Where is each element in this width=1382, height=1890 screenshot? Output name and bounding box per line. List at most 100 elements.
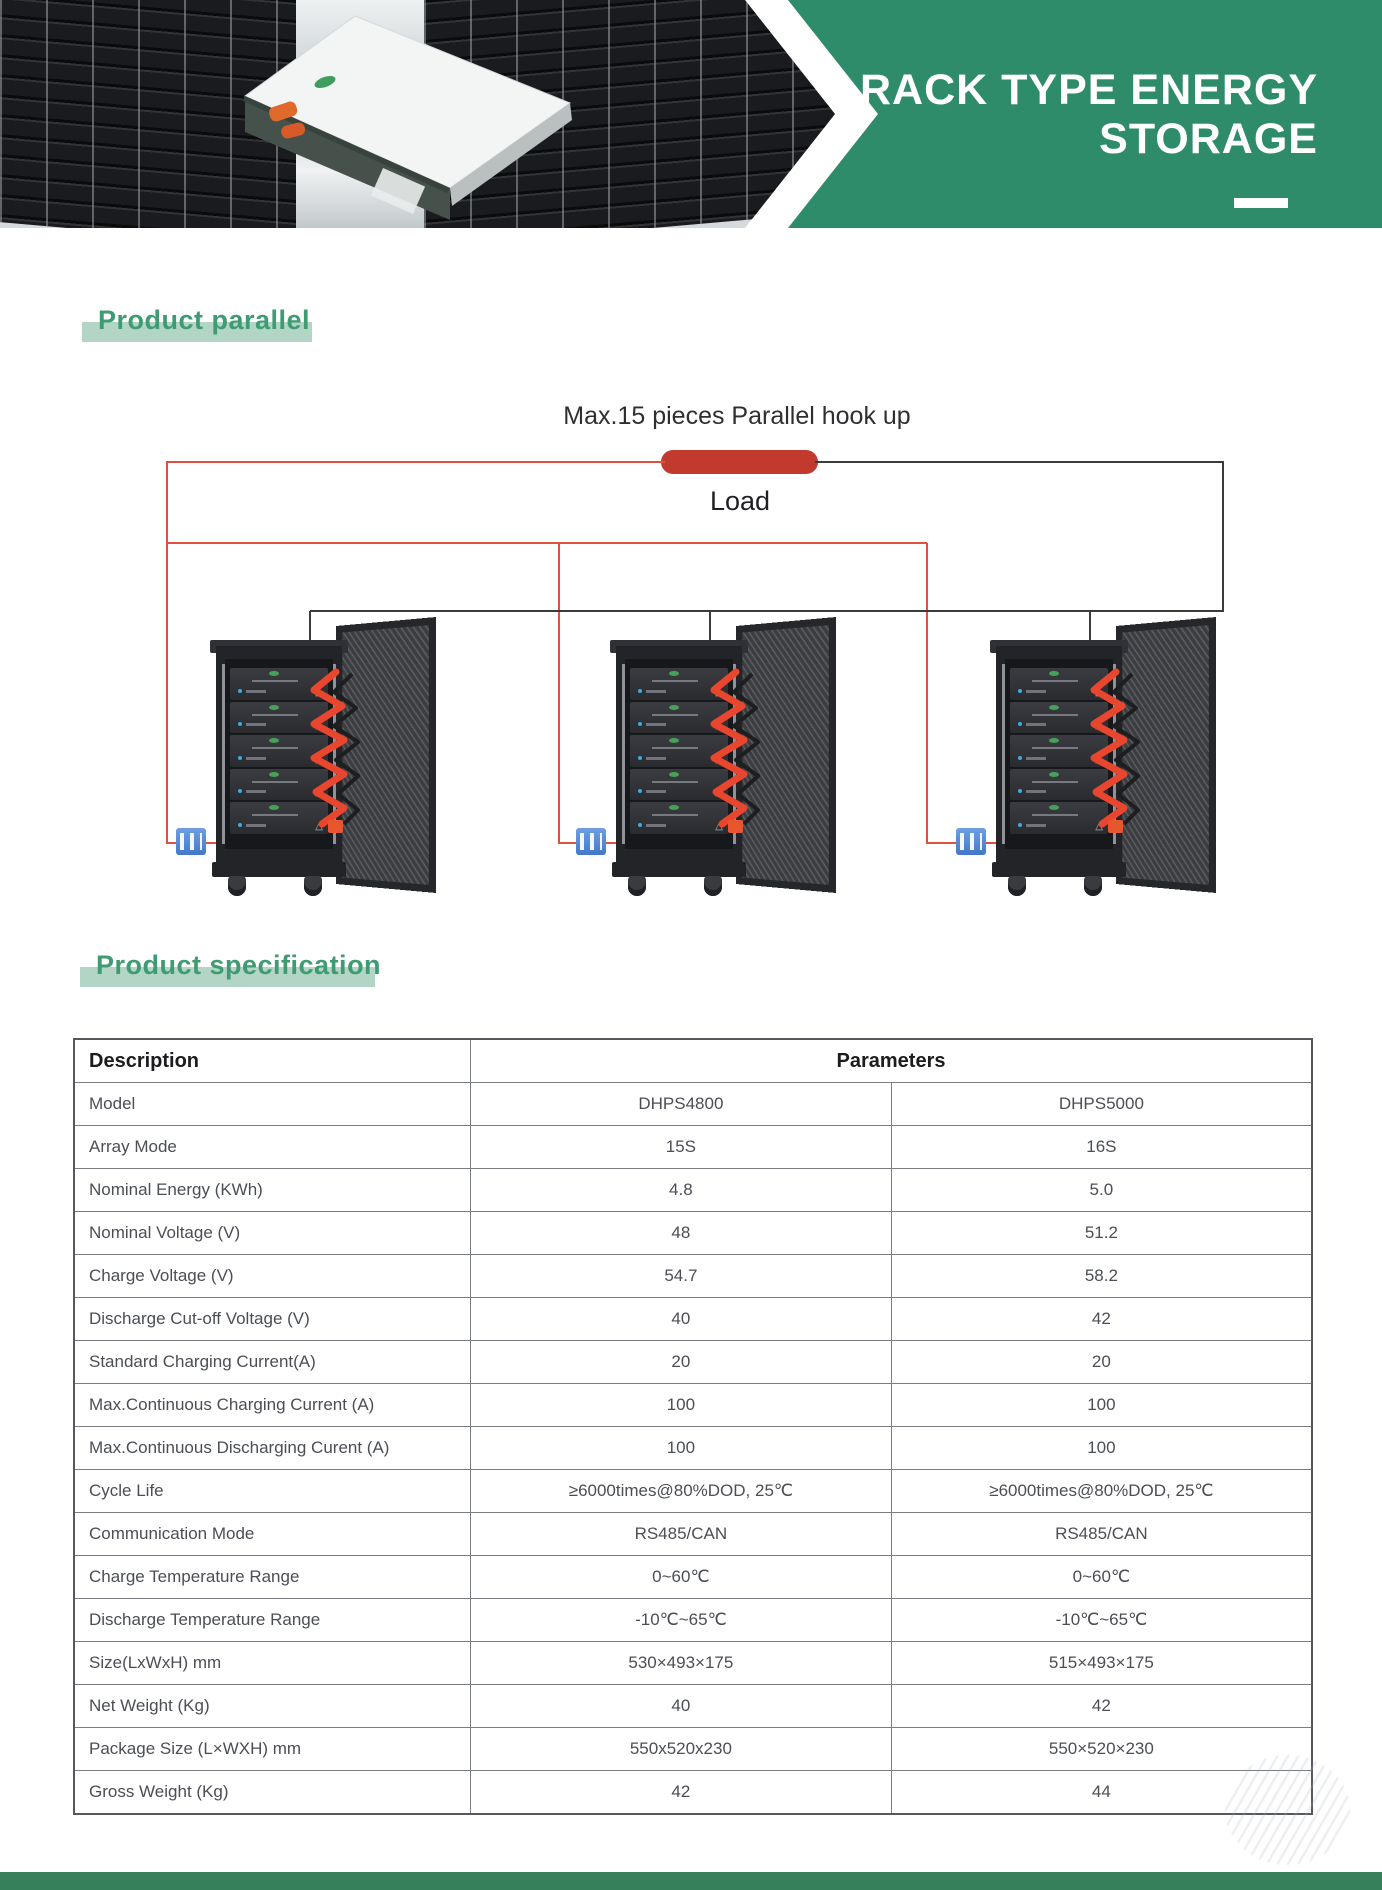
spec-value-dhps4800: 530×493×175 xyxy=(470,1641,892,1685)
module-logo xyxy=(1049,805,1060,811)
warning-triangle-icon xyxy=(1095,754,1103,765)
module-led xyxy=(638,755,642,760)
spec-value-dhps5000: -10℃~65℃ xyxy=(890,1598,1313,1642)
spec-value-dhps4800: 100 xyxy=(470,1426,892,1470)
table-row: Net Weight (Kg) 40 42 xyxy=(73,1684,1313,1728)
page-title: RACK TYPE ENERGY STORAGE xyxy=(798,66,1318,164)
warning-triangle-icon xyxy=(715,720,723,731)
module-label-line xyxy=(1031,780,1078,783)
load-label: Load xyxy=(709,486,771,516)
warning-triangle-icon xyxy=(1095,720,1103,731)
module-logo xyxy=(669,738,680,744)
module-led xyxy=(638,722,642,727)
spec-label: Array Mode xyxy=(73,1125,471,1169)
module-logo xyxy=(669,671,680,676)
battery-module xyxy=(230,735,328,767)
warning-triangle-icon xyxy=(715,754,723,765)
circuit-breaker xyxy=(576,828,606,855)
diagram-caption: Max.15 pieces Parallel hook up xyxy=(563,402,911,430)
module-logo xyxy=(269,805,280,811)
module-label-line xyxy=(651,713,698,716)
section-title: Product specification xyxy=(96,950,382,980)
battery-module xyxy=(630,768,728,801)
table-row: Discharge Cut-off Voltage (V) 40 42 xyxy=(73,1297,1313,1341)
section-title: Product parallel xyxy=(98,305,311,335)
spec-label: Charge Temperature Range xyxy=(73,1555,471,1599)
battery-cabinet xyxy=(176,617,442,898)
spec-value-dhps5000: 42 xyxy=(890,1684,1313,1728)
module-logo xyxy=(669,805,680,811)
spec-label: Size(LxWxH) mm xyxy=(73,1641,471,1685)
module-sub-line xyxy=(646,823,666,827)
module-sub-line xyxy=(246,723,266,727)
watermark xyxy=(1225,1755,1350,1865)
section-heading-parallel: Product parallel xyxy=(82,305,312,345)
inter-module-cables xyxy=(310,668,360,833)
spec-value-dhps4800: 48 xyxy=(470,1211,892,1255)
spec-value-dhps4800: 20 xyxy=(470,1340,892,1384)
caster-wheel xyxy=(304,876,322,896)
table-row: Max.Continuous Charging Current (A) 100 … xyxy=(73,1383,1313,1427)
table-row: Size(LxWxH) mm 530×493×175 515×493×175 xyxy=(73,1641,1313,1685)
spec-value-dhps5000: 44 xyxy=(890,1770,1313,1815)
spec-label: Charge Voltage (V) xyxy=(73,1254,471,1298)
warning-triangle-icon xyxy=(315,821,323,832)
black-wire-main xyxy=(310,461,1224,612)
cabinet-rail-right xyxy=(733,664,736,844)
module-led xyxy=(1018,755,1022,760)
cabinet-mesh-door xyxy=(336,617,436,893)
module-label-line xyxy=(1031,747,1078,750)
table-row: Package Size (L×WXH) mm 550x520x230 550×… xyxy=(73,1727,1313,1771)
table-row: Nominal Energy (KWh) 4.8 5.0 xyxy=(73,1168,1313,1212)
module-logo xyxy=(1049,671,1060,676)
cabinet-interior xyxy=(625,659,733,849)
warning-triangle-icon xyxy=(315,787,323,798)
module-label-line xyxy=(251,780,298,783)
spec-label: Standard Charging Current(A) xyxy=(73,1340,471,1384)
spec-value-dhps5000: 100 xyxy=(890,1383,1313,1427)
spec-value-dhps5000: 5.0 xyxy=(890,1168,1313,1212)
cable-terminal xyxy=(1108,820,1123,833)
spec-value-dhps5000: 58.2 xyxy=(890,1254,1313,1298)
spec-value-dhps5000: 51.2 xyxy=(890,1211,1313,1255)
spec-value-dhps4800: 4.8 xyxy=(470,1168,892,1212)
battery-module xyxy=(1010,701,1108,734)
battery-unit-photo xyxy=(243,15,572,220)
table-row: Max.Continuous Discharging Curent (A) 10… xyxy=(73,1426,1313,1470)
spec-label: Discharge Cut-off Voltage (V) xyxy=(73,1297,471,1341)
module-sub-line xyxy=(646,790,666,794)
cabinet-mesh-door xyxy=(736,617,836,893)
spec-label: Nominal Energy (KWh) xyxy=(73,1168,471,1212)
spec-table-header-row: Description Parameters xyxy=(73,1038,1313,1083)
table-row: Discharge Temperature Range -10℃~65℃ -10… xyxy=(73,1598,1313,1642)
spec-value-dhps4800: 15S xyxy=(470,1125,892,1169)
caster-wheel xyxy=(704,876,722,896)
red-jumper-cable xyxy=(1090,668,1128,828)
battery-module-stack xyxy=(1010,668,1108,834)
battery-module xyxy=(630,802,728,834)
page-title-line1: RACK TYPE ENERGY xyxy=(859,66,1318,114)
spec-label: Model xyxy=(73,1082,471,1126)
spec-label: Max.Continuous Charging Current (A) xyxy=(73,1383,471,1427)
spec-value-dhps4800: 40 xyxy=(470,1297,892,1341)
module-label-line xyxy=(1031,814,1078,817)
spec-value-dhps5000: 550×520×230 xyxy=(890,1727,1313,1771)
cabinet-base xyxy=(992,862,1126,877)
battery-module xyxy=(1010,768,1108,801)
module-led xyxy=(638,789,642,794)
module-sub-line xyxy=(646,723,666,727)
spec-value-dhps4800: 550x520x230 xyxy=(470,1727,892,1771)
battery-module xyxy=(630,735,728,767)
warning-triangle-icon xyxy=(715,687,723,698)
spec-label: Communication Mode xyxy=(73,1512,471,1556)
warning-triangle-icon xyxy=(1095,821,1103,832)
spec-label: Gross Weight (Kg) xyxy=(73,1770,471,1815)
module-sub-line xyxy=(1026,723,1046,727)
module-sub-line xyxy=(646,756,666,760)
caster-wheel xyxy=(228,876,246,896)
module-sub-line xyxy=(1026,790,1046,794)
warning-triangle-icon xyxy=(315,720,323,731)
table-row: Charge Voltage (V) 54.7 58.2 xyxy=(73,1254,1313,1298)
inter-module-cables xyxy=(1090,668,1140,833)
circuit-breaker xyxy=(176,828,206,855)
